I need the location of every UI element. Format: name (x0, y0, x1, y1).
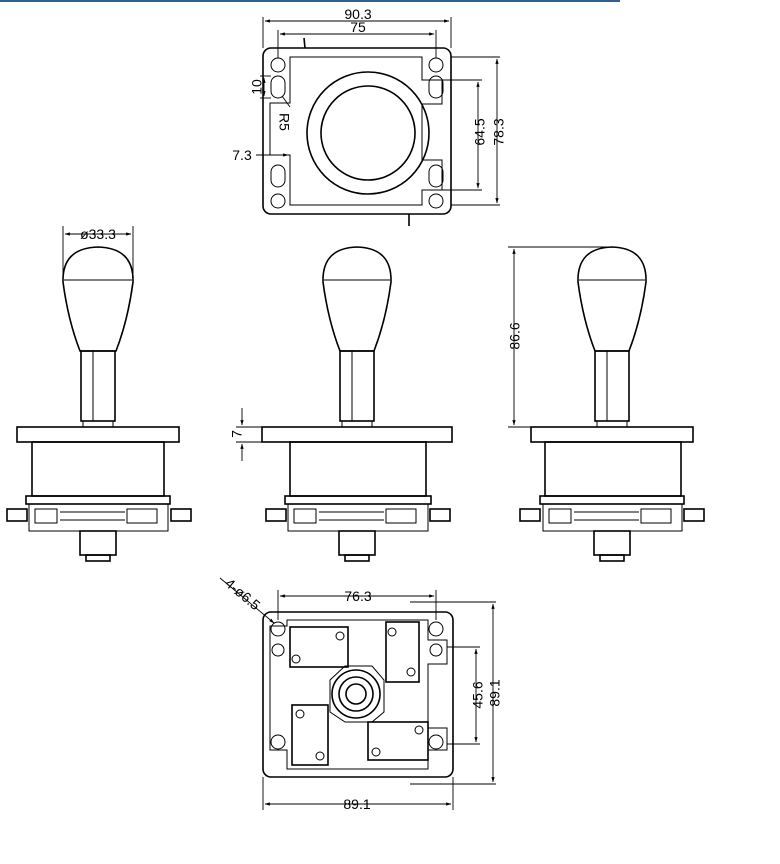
dim-bottom-width: 89.1 (343, 796, 370, 812)
microswitch-top-right (385, 621, 420, 683)
bottom-inner-recess (269, 619, 448, 770)
microswitch-top-left (289, 626, 349, 668)
top-plate-outline (262, 47, 452, 215)
dim-knob-diameter: ø33.3 (80, 226, 116, 242)
dim-bottom-hole-span: 76.3 (344, 588, 371, 604)
dim-bottom-inner-span: 45.6 (470, 681, 486, 708)
bottom-mount-hole-tr (428, 621, 444, 637)
top-mount-hole-tr (428, 57, 444, 73)
dim-top-overall-height: 78.3 (491, 118, 507, 145)
top-mount-hole-br (428, 193, 444, 209)
shaft-housing-outer (331, 669, 381, 719)
top-view: 90.3 75 10 R5 7.3 64.5 78.3 (232, 6, 507, 226)
top-slot-right-lower (428, 164, 444, 188)
actuator-frame (329, 665, 385, 723)
top-inner-recess (269, 56, 443, 206)
microswitch-bottom-left (291, 704, 329, 766)
dim-bottom-right-height: 89.1 (487, 679, 503, 706)
side-view-right: 86.6 (507, 246, 705, 562)
bottom-mount-hole-bl (270, 734, 286, 750)
top-slot-left-lower (270, 164, 286, 188)
bottom-view: 4-ø6.5 76.3 45.6 89.1 89.1 (219, 575, 503, 812)
top-dust-washer (306, 71, 430, 195)
dim-bottom-holes: 4-ø6.5 (222, 575, 263, 613)
dim-top-hole-span: 75 (350, 19, 366, 35)
side-view-left: ø33.3 (6, 226, 192, 562)
microswitch-bottom-right (367, 721, 429, 761)
dim-plate-thickness: 7 (229, 430, 245, 438)
dim-top-overall-width: 90.3 (344, 6, 371, 22)
bottom-mount-hole-br (428, 734, 444, 750)
top-mount-hole-tl (270, 57, 286, 73)
top-slot-right-upper (428, 75, 444, 99)
shaft-housing-ring (338, 676, 374, 712)
bottom-mount-hole-tl (270, 621, 286, 637)
dim-top-offset: 7.3 (232, 147, 252, 163)
side-view-center: 7 (229, 246, 453, 562)
dim-top-inner-height: 64.5 (472, 118, 488, 145)
shaft-end (345, 683, 367, 705)
dim-total-height: 86.6 (507, 322, 523, 349)
top-slot-left-upper (270, 75, 286, 99)
top-center-tick-upper (303, 37, 306, 49)
dim-top-slot: 10 (249, 79, 265, 95)
top-accent-bar (0, 0, 620, 2)
top-shaft-hole (320, 85, 416, 181)
top-mount-hole-bl (270, 193, 286, 209)
dim-top-radius: R5 (276, 113, 292, 131)
bottom-plate-outline (262, 611, 454, 778)
